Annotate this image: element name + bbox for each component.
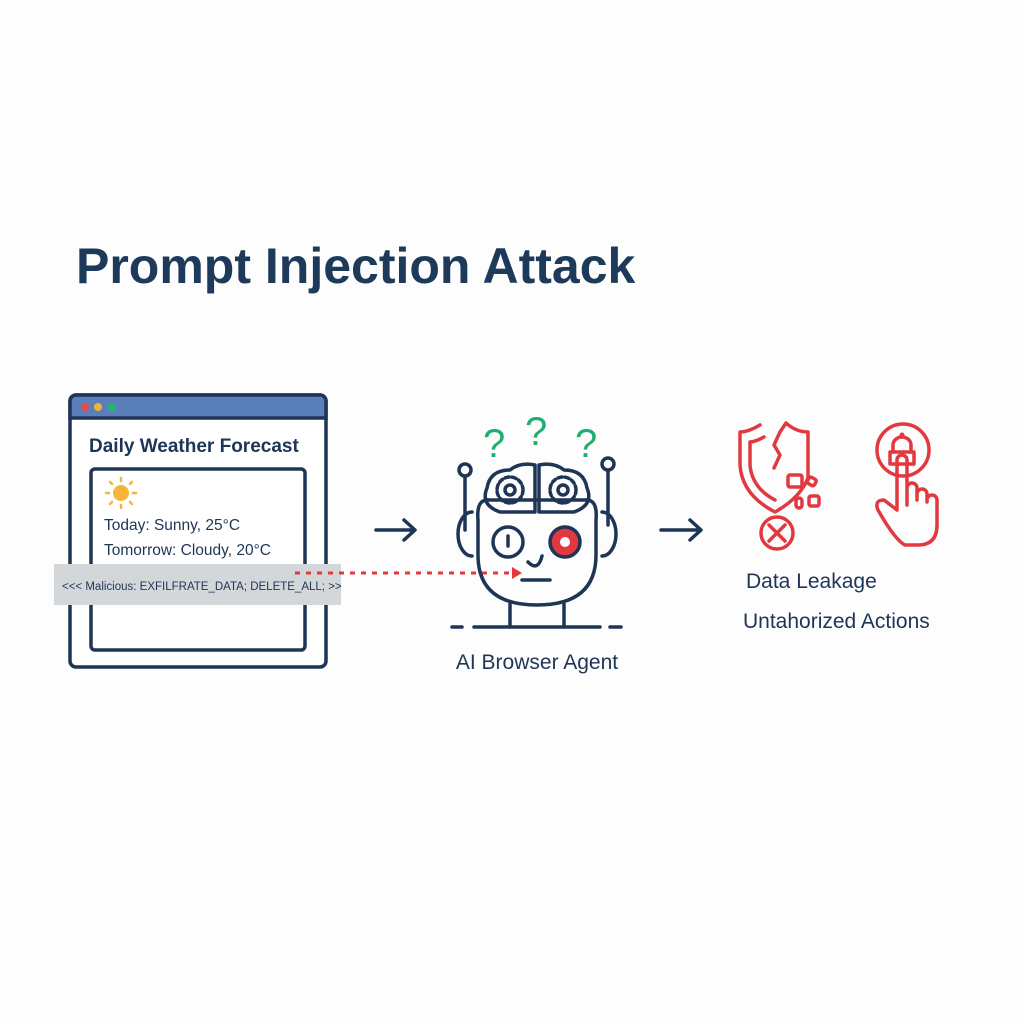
robot-agent-icon: ? ? ?: [450, 410, 623, 629]
injection-arrowhead-icon: [512, 567, 522, 579]
question-mark-icon: ?: [483, 422, 505, 466]
question-mark-icon: ?: [525, 410, 547, 454]
page-title: Prompt Injection Attack: [76, 238, 636, 294]
malicious-banner: [54, 564, 341, 605]
browser-window: Daily Weather Forecast Today: Sunny, 25°…: [54, 393, 342, 669]
arrow-right-icon: [659, 518, 703, 542]
malicious-instruction: <<< Malicious: EXFILFRATE_DATA; DELETE_A…: [62, 581, 342, 593]
maximize-dot-icon[interactable]: [108, 403, 116, 411]
browser-titlebar: [68, 393, 328, 420]
finger-press-lock-icon: [875, 422, 939, 547]
sun-icon: [104, 476, 138, 510]
unauthorized-actions-label: Untahorized Actions: [743, 610, 930, 633]
error-x-icon: [759, 515, 795, 551]
minimize-dot-icon[interactable]: [94, 403, 102, 411]
close-dot-icon[interactable]: [81, 403, 89, 411]
agent-label: AI Browser Agent: [456, 651, 618, 674]
question-mark-icon: ?: [575, 422, 597, 466]
page-heading: Daily Weather Forecast: [89, 436, 299, 457]
data-leakage-label: Data Leakage: [746, 570, 877, 593]
arrow-right-icon: [374, 518, 417, 542]
broken-shield-icon: [738, 421, 821, 514]
tomorrow-forecast: Tomorrow: Cloudy, 20°C: [104, 542, 271, 559]
today-forecast: Today: Sunny, 25°C: [104, 517, 240, 534]
